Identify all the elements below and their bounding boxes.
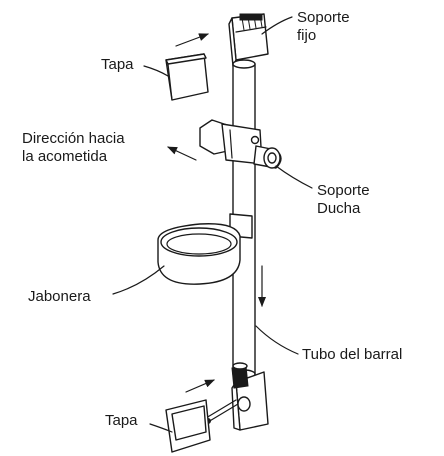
leader-tapa-bottom: [149, 423, 173, 433]
soap-dish: [157, 213, 253, 285]
leader-soporte-ducha: [275, 165, 313, 189]
arrow-bottom-cap: [185, 379, 215, 393]
leader-tapa-top: [143, 65, 169, 77]
label-tubo: Tubo del barral: [302, 346, 403, 363]
leader-tubo: [255, 325, 299, 355]
arrow-top-cap: [175, 33, 209, 47]
top-cap: [165, 53, 209, 101]
label-tapa-bottom: Tapa: [105, 412, 138, 429]
leader-soporte-fijo: [261, 16, 293, 35]
label-direccion: Dirección hacia la acometida: [22, 130, 125, 165]
shower-slider-holder: [199, 119, 282, 169]
fixed-top-bracket: [228, 13, 269, 69]
label-soporte-ducha: Soporte Ducha: [317, 182, 370, 217]
label-jabonera: Jabonera: [28, 288, 91, 305]
arrow-direction: [167, 146, 197, 161]
wall-plug: [231, 362, 249, 389]
bottom-bracket: [231, 371, 269, 431]
leader-jabonera: [112, 265, 165, 295]
label-soporte-fijo: Soporte fijo: [297, 9, 350, 44]
bottom-cap: [165, 399, 211, 453]
label-tapa-top: Tapa: [101, 56, 134, 73]
